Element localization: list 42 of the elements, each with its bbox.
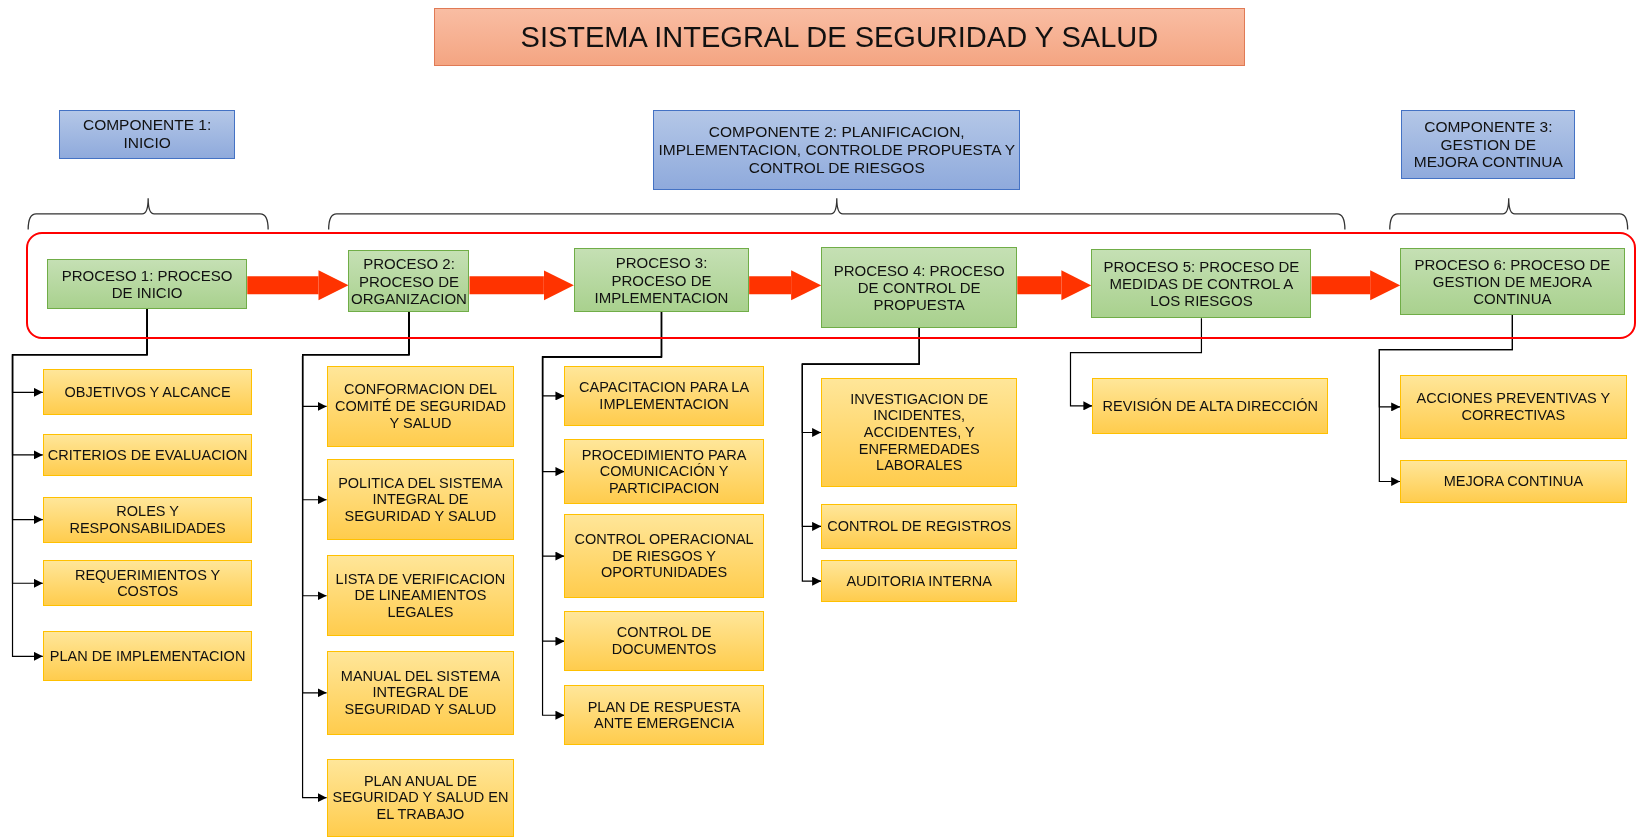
process-box: PROCESO 4: PROCESO DE CONTROL DE PROPUESTA [821,247,1018,328]
activity-box: REVISIÓN DE ALTA DIRECCIÓN [1092,377,1329,434]
activity-box: REQUERIMIENTOS Y COSTOS [42,560,253,607]
activity-box: PROCEDIMIENTO PARA COMUNICACIÓN Y PARTICIPACION [564,439,764,504]
process-band [26,231,1636,340]
activity-box: LISTA DE VERIFICACION DE LINEAMIENTOS LEGALES [326,555,515,637]
activity-box: MEJORA CONTINUA [1400,460,1627,503]
component-box: COMPONENTE 2: PLANIFICACION, IMPLEMENTACION, CONTROLDE PROPUESTA Y CONTROL DE RIESGOS [653,109,1021,190]
activity-box: ACCIONES PREVENTIVAS Y CORRECTIVAS [1400,374,1627,440]
activity-box: AUDITORIA INTERNA [821,560,1018,602]
connector-arrow [1069,317,1203,411]
block-arrow [749,270,822,301]
activity-box: CONTROL OPERACIONAL DE RIESGOS Y OPORTUNIDADES [564,514,764,598]
activity-box: CONTROL DE DOCUMENTOS [564,611,764,671]
activity-box: ROLES Y RESPONSABILIDADES [42,496,253,543]
activity-box: CAPACITACION PARA LA IMPLEMENTACION [564,366,764,426]
activity-box: CRITERIOS DE EVALUACION [42,434,253,476]
process-box: PROCESO 1: PROCESO DE INICIO [46,258,248,309]
activity-box: CONTROL DE REGISTROS [821,503,1018,549]
component-box: COMPONENTE 1: INICIO [59,109,235,159]
block-arrow [1017,270,1092,301]
process-box: PROCESO 5: PROCESO DE MEDIDAS DE CONTROL A LOS RIESGOS [1091,249,1312,319]
connector-arrow [801,327,920,586]
activity-box: PLAN DE RESPUESTA ANTE EMERGENCIA [564,685,764,745]
connector-arrow [541,311,663,720]
activity-box: PLAN DE IMPLEMENTACION [42,631,253,682]
process-box: PROCESO 6: PROCESO DE GESTION DE MEJORA CONTINUA [1400,248,1625,316]
connector-arrow [11,308,148,661]
process-box: PROCESO 3: PROCESO DE IMPLEMENTACION [573,248,750,312]
component-box: COMPONENTE 3: GESTION DE MEJORA CONTINUA [1401,109,1576,180]
activity-box: POLITICA DEL SISTEMA INTEGRAL DE SEGURIDAD Y SALUD [326,459,515,541]
connector-arrow [1378,314,1513,486]
block-arrow [247,270,349,301]
activity-box: MANUAL DEL SISTEMA INTEGRAL DE SEGURIDAD Y SALUD [326,651,515,735]
activity-box: INVESTIGACION DE INCIDENTES, ACCIDENTES, Y ENFERMEDADES LABORALES [821,377,1018,488]
activity-box: CONFORMACION DEL COMITÉ DE SEGURIDAD Y SALUD [326,366,515,447]
activity-box: OBJETIVOS Y ALCANCE [42,369,253,416]
activity-box: PLAN ANUAL DE SEGURIDAD Y SALUD EN EL TRABAJO [326,758,515,837]
block-arrow [1311,270,1401,301]
process-box: PROCESO 2: PROCESO DE ORGANIZACION [348,250,470,312]
title-banner: SISTEMA INTEGRAL DE SEGURIDAD Y SALUD [434,8,1245,66]
block-arrow [469,270,574,301]
